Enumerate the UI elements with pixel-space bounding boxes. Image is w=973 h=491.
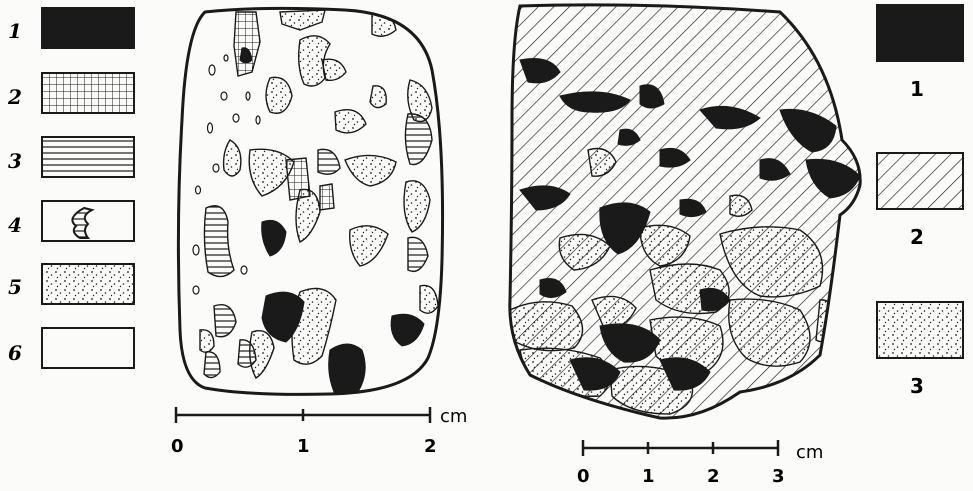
legend-number: 1: [910, 77, 924, 101]
legend-swatch-dots: [42, 264, 134, 304]
scale-unit: cm: [796, 442, 823, 463]
legend-swatch-blank: [42, 328, 134, 368]
legend-number: 6: [8, 341, 22, 365]
left-legend: 1 2 3 4 5 6: [7, 8, 134, 368]
left-legend-item-5: 5: [8, 264, 134, 304]
legend-number: 4: [8, 213, 22, 237]
left-legend-item-1: 1: [8, 8, 134, 48]
scale-tick-label: 0: [577, 466, 590, 487]
scale-tick-label: 0: [171, 436, 184, 457]
legend-swatch-solid: [877, 5, 963, 61]
left-legend-item-6: 6: [8, 328, 134, 368]
legend-number: 2: [910, 225, 924, 249]
scale-unit: cm: [440, 406, 467, 427]
legend-number: 2: [7, 85, 22, 109]
scale-tick-label: 2: [707, 466, 720, 487]
legend-number: 3: [910, 374, 924, 398]
left-scale-bar: 0 1 2 cm: [171, 406, 467, 457]
left-legend-item-2: 2: [7, 73, 134, 113]
legend-number: 5: [8, 275, 22, 299]
right-legend-item-1: 1: [877, 5, 963, 101]
legend-swatch-grid: [42, 73, 134, 113]
scale-tick-label: 1: [642, 466, 655, 487]
scale-tick-label: 1: [297, 436, 310, 457]
left-legend-item-3: 3: [8, 137, 134, 177]
right-legend: 1 2 3: [877, 5, 963, 398]
right-legend-item-3: 3: [877, 302, 963, 398]
legend-swatch-striped-grain: [42, 201, 134, 241]
legend-swatch-solid: [42, 8, 134, 48]
left-specimen: [178, 8, 442, 394]
scale-tick-label: 2: [424, 436, 437, 457]
legend-number: 1: [8, 19, 22, 43]
legend-swatch-horizontal-lines: [42, 137, 134, 177]
right-scale-bar: 0 1 2 3 cm: [577, 440, 823, 487]
scale-tick-label: 3: [772, 466, 785, 487]
legend-swatch-dots: [877, 302, 963, 358]
left-legend-item-4: 4: [8, 201, 134, 241]
legend-number: 3: [8, 149, 22, 173]
right-specimen: [510, 5, 860, 418]
legend-swatch-diagonal-hatch: [877, 153, 963, 209]
right-legend-item-2: 2: [877, 153, 963, 249]
